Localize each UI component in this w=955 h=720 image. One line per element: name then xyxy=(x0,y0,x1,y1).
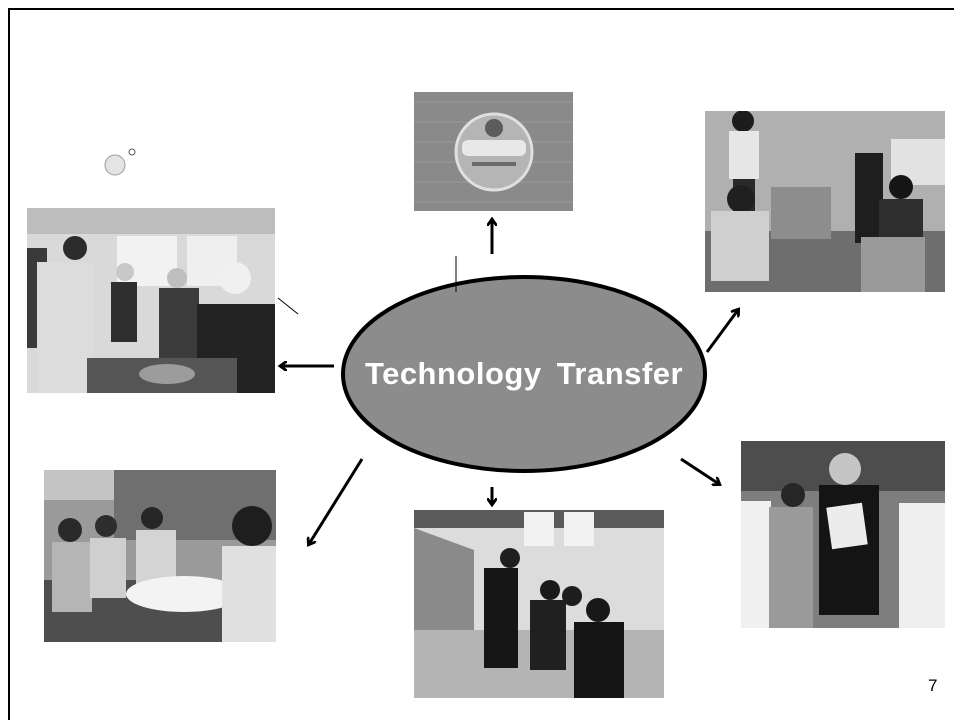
arrow-to-top-right-photo xyxy=(705,310,738,353)
photo-demonstration xyxy=(27,208,275,393)
arrow-to-bottom-left-photo xyxy=(309,458,364,544)
decor-bubble-small xyxy=(128,148,136,156)
photo-corridor xyxy=(414,510,664,698)
photo-group-discussion xyxy=(44,470,276,642)
photo-presentation xyxy=(741,441,945,628)
slide-frame xyxy=(8,8,954,720)
photo-meeting xyxy=(705,111,945,292)
center-label: Technology Transfer xyxy=(364,356,684,391)
thin-tick-left xyxy=(277,297,299,315)
photo-product-logo xyxy=(414,92,573,211)
arrow-to-bottom-right-photo xyxy=(680,457,719,484)
decor-bubble-large xyxy=(104,154,126,176)
center-ellipse xyxy=(341,275,707,473)
page-number: 7 xyxy=(928,676,938,695)
